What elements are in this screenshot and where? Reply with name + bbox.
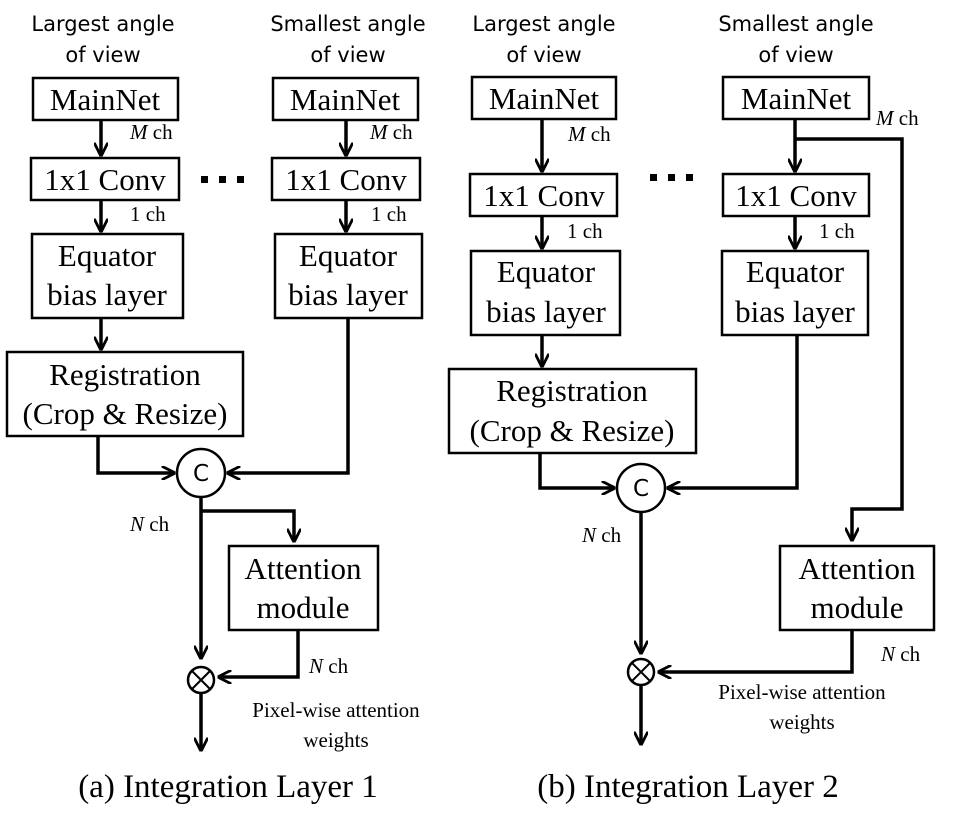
- a-ellipsis-dot-2: [219, 176, 226, 183]
- a-equator-left-line2: bias layer: [47, 277, 167, 312]
- a-header-right-line1: Smallest angle: [270, 12, 425, 36]
- a-equator-right-line1: Equator: [299, 238, 398, 273]
- b-equator-left: [469, 249, 622, 337]
- a-header-right-line2: of view: [310, 43, 385, 67]
- b-registration-line1: Registration: [496, 373, 648, 408]
- a-weights-line1: Pixel-wise attention: [252, 698, 420, 722]
- b-registration-line2: (Crop & Resize): [470, 413, 675, 448]
- b-equator-left-line1: Equator: [497, 254, 596, 289]
- a-conv-right: [270, 156, 422, 202]
- a-conv-left-label: 1x1 Conv: [44, 162, 166, 197]
- b-arrow-equator-right-concat: [668, 335, 799, 488]
- b-attention-line1: Attention: [798, 551, 916, 586]
- b-arrow-mainnet-attention: [795, 137, 904, 540]
- b-equator-left-line2: bias layer: [486, 294, 606, 329]
- a-header-left-line1: Largest angle: [31, 12, 174, 36]
- b-multiply-node: [626, 657, 656, 687]
- a-concat-label: C: [193, 461, 209, 487]
- b-mainnet-left: [470, 75, 618, 121]
- b-mainnet-right-label: MainNet: [741, 81, 852, 116]
- b-ellipsis-dot-3: [686, 174, 693, 181]
- a-n-ch-concat: N ch: [129, 512, 170, 536]
- b-m-ch-right: M ch: [875, 106, 919, 130]
- a-one-ch-left: 1 ch: [130, 202, 166, 226]
- b-weights-line2: weights: [769, 710, 834, 734]
- b-n-ch-attention: N ch: [880, 642, 921, 666]
- b-registration: [447, 367, 698, 455]
- a-n-ch-attention: N ch: [308, 654, 349, 678]
- a-ellipsis-dot-1: [201, 176, 208, 183]
- a-attention-line2: module: [257, 590, 350, 625]
- a-one-ch-right: 1 ch: [371, 202, 407, 226]
- panel-b: Largest angle of view Smallest angle of …: [447, 12, 936, 805]
- a-arrow-attention-multiply: [219, 630, 300, 677]
- b-equator-right: [720, 249, 870, 337]
- a-arrow-concat-attention: [201, 509, 294, 541]
- b-weights-line1: Pixel-wise attention: [718, 680, 886, 704]
- b-ellipsis-dot-2: [668, 174, 675, 181]
- b-n-ch-concat: N ch: [581, 523, 622, 547]
- b-mainnet-right: [721, 75, 871, 121]
- a-mainnet-left: [31, 76, 180, 122]
- a-mainnet-right-label: MainNet: [290, 82, 401, 117]
- b-conv-right: [721, 172, 871, 218]
- a-equator-right-line2: bias layer: [288, 277, 408, 312]
- b-mainnet-left-label: MainNet: [489, 81, 600, 116]
- b-arrow-registration-concat: [538, 453, 614, 488]
- b-header-left-line2: of view: [506, 43, 581, 67]
- b-attention-line2: module: [811, 590, 904, 625]
- b-one-ch-left: 1 ch: [567, 219, 603, 243]
- a-arrow-equator-right-concat: [228, 318, 350, 473]
- a-registration-line2: (Crop & Resize): [23, 396, 228, 431]
- b-conv-left-label: 1x1 Conv: [483, 178, 605, 213]
- a-attention: [227, 544, 380, 632]
- a-equator-left-line1: Equator: [58, 238, 157, 273]
- b-header-right-line1: Smallest angle: [718, 12, 873, 36]
- b-attention: [778, 544, 936, 632]
- b-one-ch-right: 1 ch: [819, 219, 855, 243]
- a-m-ch-left: M ch: [129, 120, 173, 144]
- a-registration-line1: Registration: [49, 357, 201, 392]
- a-conv-right-label: 1x1 Conv: [285, 162, 407, 197]
- a-multiply-node: [186, 665, 216, 695]
- a-conv-left: [29, 156, 181, 202]
- a-weights-line2: weights: [303, 728, 368, 752]
- a-m-ch-right: M ch: [369, 120, 413, 144]
- b-m-ch-left: M ch: [567, 122, 611, 146]
- b-header-left-line1: Largest angle: [472, 12, 615, 36]
- a-arrow-registration-concat: [96, 436, 174, 473]
- a-ellipsis-dot-3: [237, 176, 244, 183]
- b-concat-label: C: [633, 476, 649, 502]
- b-conv-left: [468, 172, 619, 218]
- b-equator-right-line2: bias layer: [735, 294, 855, 329]
- a-attention-line1: Attention: [244, 551, 362, 586]
- b-arrow-attention-multiply: [659, 630, 854, 672]
- b-caption: (b) Integration Layer 2: [537, 769, 838, 805]
- a-caption: (a) Integration Layer 1: [78, 769, 378, 805]
- b-header-right-line2: of view: [758, 43, 833, 67]
- b-ellipsis-dot-1: [650, 174, 657, 181]
- a-equator-left: [30, 232, 185, 320]
- a-registration: [5, 350, 245, 438]
- a-header-left-line2: of view: [65, 43, 140, 67]
- b-conv-right-label: 1x1 Conv: [735, 178, 857, 213]
- a-equator-right: [273, 232, 424, 320]
- panel-a: Largest angle of view Smallest angle of …: [5, 12, 426, 805]
- b-equator-right-line1: Equator: [746, 254, 845, 289]
- a-mainnet-left-label: MainNet: [50, 82, 161, 117]
